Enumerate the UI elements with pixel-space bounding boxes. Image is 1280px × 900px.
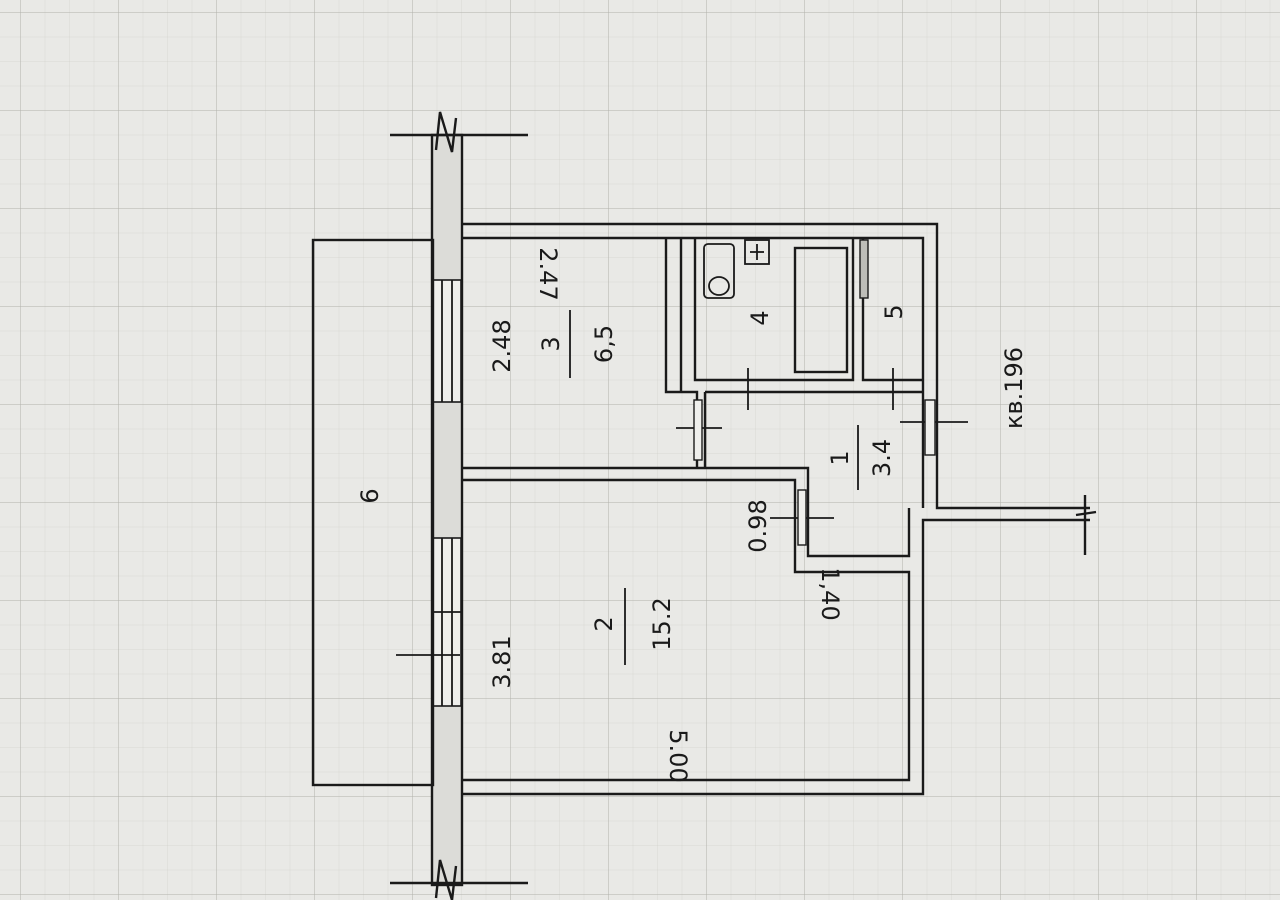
dimension-3-81: 3.81 [488,635,516,688]
room-2-number: 2 [590,616,618,631]
room-5-number: 5 [880,304,908,319]
toilet-icon [703,243,735,299]
dimension-2-47: 2.47 [534,247,562,300]
room-6-outline [311,238,435,787]
room-4-number: 4 [746,310,774,325]
wc-fixture-icon [859,239,869,299]
room-1-area: 3.4 [868,439,896,477]
dimension-2-48: 2.48 [488,319,516,372]
outer-walls [462,222,1097,796]
sink-icon [744,239,770,265]
room-1-number: 1 [826,450,854,465]
dimension-5-00: 5.00 [664,729,692,782]
room-3-number: 3 [537,336,565,351]
room-6-number: 6 [356,488,384,503]
apartment-label: кв.196 [1000,347,1028,429]
room-3-area: 6,5 [590,325,618,363]
dimension-0-98: 0.98 [744,499,772,552]
bathtub-icon [793,246,849,374]
room-2-area: 15.2 [648,597,676,650]
interior-walls [396,238,968,656]
exterior-wall [390,111,528,900]
dimension-1-40: 1,40 [816,567,844,620]
